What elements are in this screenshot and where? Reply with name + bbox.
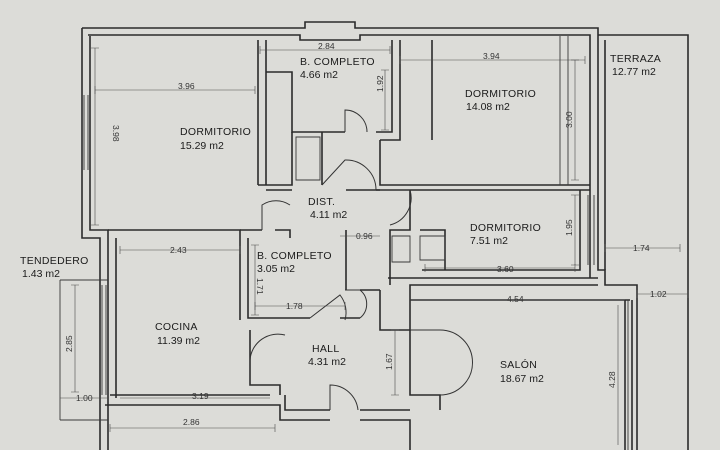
dim-1-78: 1.78 (286, 301, 303, 311)
room-name-dist: DIST. (308, 196, 335, 208)
room-area-tendedero: 1.43 m2 (22, 268, 60, 280)
room-name-tendedero: TENDEDERO (20, 255, 89, 267)
dim-1-74: 1.74 (633, 243, 650, 253)
dim-4-28: 4.28 (607, 371, 617, 388)
dim-2-43: 2.43 (170, 245, 187, 255)
dim-1-02: 1.02 (650, 289, 667, 299)
outer-walls (81, 21, 689, 450)
door-swings (249, 109, 473, 411)
room-name-dorm1: DORMITORIO (180, 126, 251, 138)
room-name-hall: HALL (312, 343, 339, 355)
dim-1-92: 1.92 (375, 75, 385, 92)
room-area-terraza: 12.77 m2 (612, 66, 656, 78)
room-area-dorm1: 15.29 m2 (180, 140, 224, 152)
dim-3-00: 3.00 (564, 111, 574, 128)
room-area-dist: 4.11 m2 (310, 209, 347, 221)
dim-0-96: 0.96 (356, 231, 373, 241)
dim-1-95: 1.95 (564, 219, 574, 236)
room-name-bano2: B. COMPLETO (257, 250, 332, 262)
dim-2-86: 2.86 (183, 417, 200, 427)
room-name-dorm3: DORMITORIO (470, 222, 541, 234)
dim-1-67: 1.67 (384, 353, 394, 370)
dim-3-19: 3.19 (192, 391, 209, 401)
dimension-lines (60, 46, 689, 445)
room-area-dorm2: 14.08 m2 (466, 101, 510, 113)
window-lines (59, 36, 629, 450)
dim-4-54: 4.54 (507, 294, 524, 304)
room-area-bano1: 4.66 m2 (300, 69, 338, 81)
dim-1-00: 1.00 (76, 393, 93, 403)
room-area-hall: 4.31 m2 (308, 356, 346, 368)
room-name-cocina: COCINA (155, 321, 198, 333)
room-area-salon: 18.67 m2 (500, 373, 544, 385)
room-area-cocina: 11.39 m2 (157, 335, 200, 347)
dim-1-71: 1.71 (255, 278, 265, 295)
room-area-dorm3: 7.51 m2 (470, 235, 508, 247)
interior-walls (108, 40, 633, 450)
dim-3-96: 3.96 (178, 81, 195, 91)
room-name-salon: SALÓN (500, 358, 537, 371)
dim-2-85: 2.85 (64, 335, 74, 352)
dim-2-84: 2.84 (318, 41, 335, 51)
room-name-dorm2: DORMITORIO (465, 88, 536, 100)
dim-3-98: 3.98 (111, 125, 121, 142)
dim-3-94: 3.94 (483, 51, 500, 61)
dim-3-60: 3.60 (497, 264, 514, 274)
room-name-bano1: B. COMPLETO (300, 56, 375, 68)
room-name-terraza: TERRAZA (610, 53, 661, 65)
room-area-bano2: 3.05 m2 (257, 263, 295, 275)
